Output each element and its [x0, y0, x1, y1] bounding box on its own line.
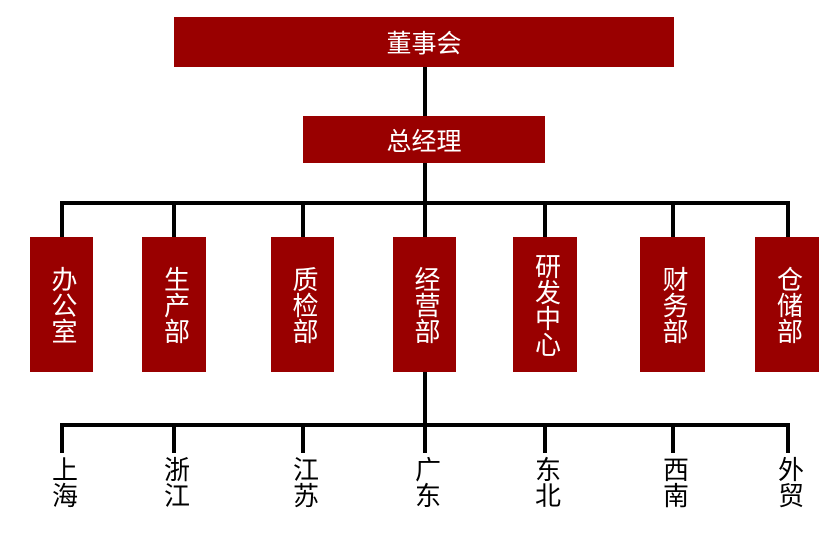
- connector-sales-regions: [423, 372, 427, 426]
- dept-label: 财务部: [658, 265, 688, 344]
- drop-region-4: [543, 423, 547, 453]
- drop-region-6: [786, 423, 790, 453]
- region-text: 广东: [410, 456, 441, 508]
- dept-box-sales: 经营部: [393, 237, 456, 372]
- drop-dept-5: [671, 201, 675, 237]
- dept-box-warehouse: 仓储部: [755, 237, 819, 372]
- region-text: 江苏: [288, 456, 319, 508]
- dept-box-qc: 质检部: [271, 237, 334, 372]
- region-text: 外贸: [773, 456, 804, 508]
- drop-region-0: [60, 423, 64, 453]
- drop-region-3: [423, 423, 427, 453]
- board-label: 董事会: [386, 29, 462, 58]
- dept-box-production: 生产部: [142, 237, 206, 372]
- region-label-shanghai: 上海: [42, 456, 82, 517]
- region-label-waimao: 外贸: [768, 456, 808, 517]
- connector-board-gm: [423, 67, 427, 116]
- region-text: 上海: [47, 456, 78, 508]
- connector-gm-bus: [423, 163, 427, 203]
- dept-box-rnd: 研发中心: [513, 237, 577, 372]
- region-text: 东北: [530, 456, 561, 508]
- dept-label: 经营部: [410, 265, 440, 344]
- region-text: 浙江: [159, 456, 190, 508]
- region-label-xinan: 西南: [653, 456, 693, 517]
- dept-label: 生产部: [159, 265, 190, 344]
- drop-dept-3: [423, 201, 427, 237]
- dept-label: 研发中心: [530, 252, 561, 357]
- region-text: 西南: [658, 456, 689, 508]
- dept-label: 仓储部: [772, 265, 803, 344]
- dept-label: 办公室: [47, 265, 77, 344]
- drop-dept-4: [543, 201, 547, 237]
- drop-region-2: [301, 423, 305, 453]
- region-label-guangdong: 广东: [405, 456, 445, 517]
- dept-label: 质检部: [288, 265, 318, 344]
- region-label-dongbei: 东北: [525, 456, 565, 517]
- dept-box-finance: 财务部: [640, 237, 705, 372]
- drop-dept-6: [786, 201, 790, 237]
- drop-dept-1: [172, 201, 176, 237]
- board-box: 董事会: [174, 17, 674, 67]
- region-label-jiangsu: 江苏: [283, 456, 323, 517]
- drop-dept-0: [60, 201, 64, 237]
- drop-region-1: [172, 423, 176, 453]
- region-label-zhejiang: 浙江: [154, 456, 194, 517]
- gm-box: 总经理: [303, 116, 545, 163]
- dept-box-office: 办公室: [30, 237, 93, 372]
- drop-region-5: [671, 423, 675, 453]
- drop-dept-2: [301, 201, 305, 237]
- gm-label: 总经理: [386, 126, 462, 156]
